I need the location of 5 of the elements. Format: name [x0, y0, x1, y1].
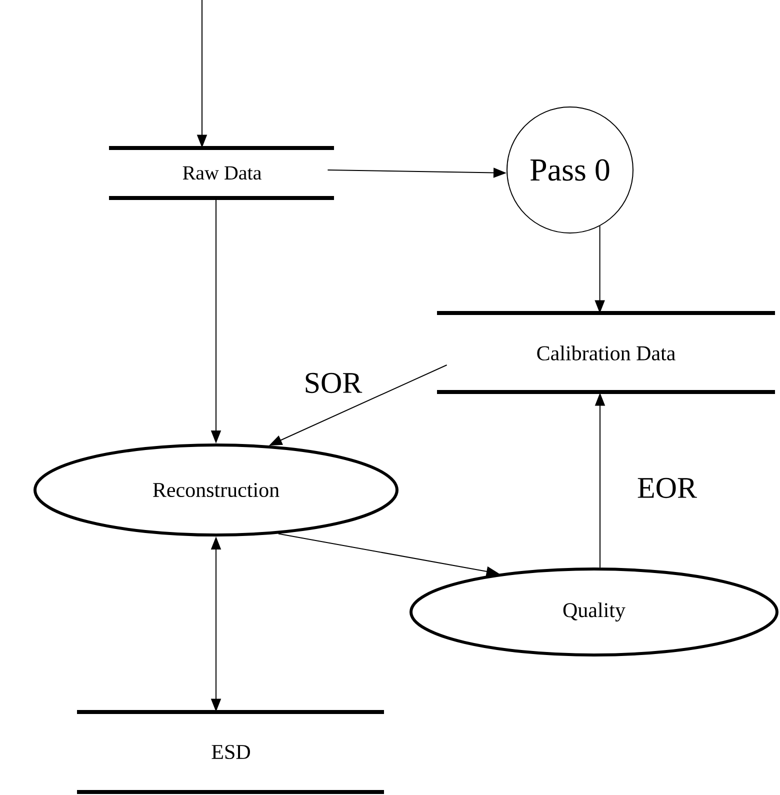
data-store: Calibration Data — [437, 311, 775, 394]
data-store: Raw Data — [109, 146, 334, 200]
data-store: ESD — [77, 710, 384, 794]
edge-label: SOR — [302, 372, 364, 394]
edge-label: EOR — [636, 476, 698, 500]
